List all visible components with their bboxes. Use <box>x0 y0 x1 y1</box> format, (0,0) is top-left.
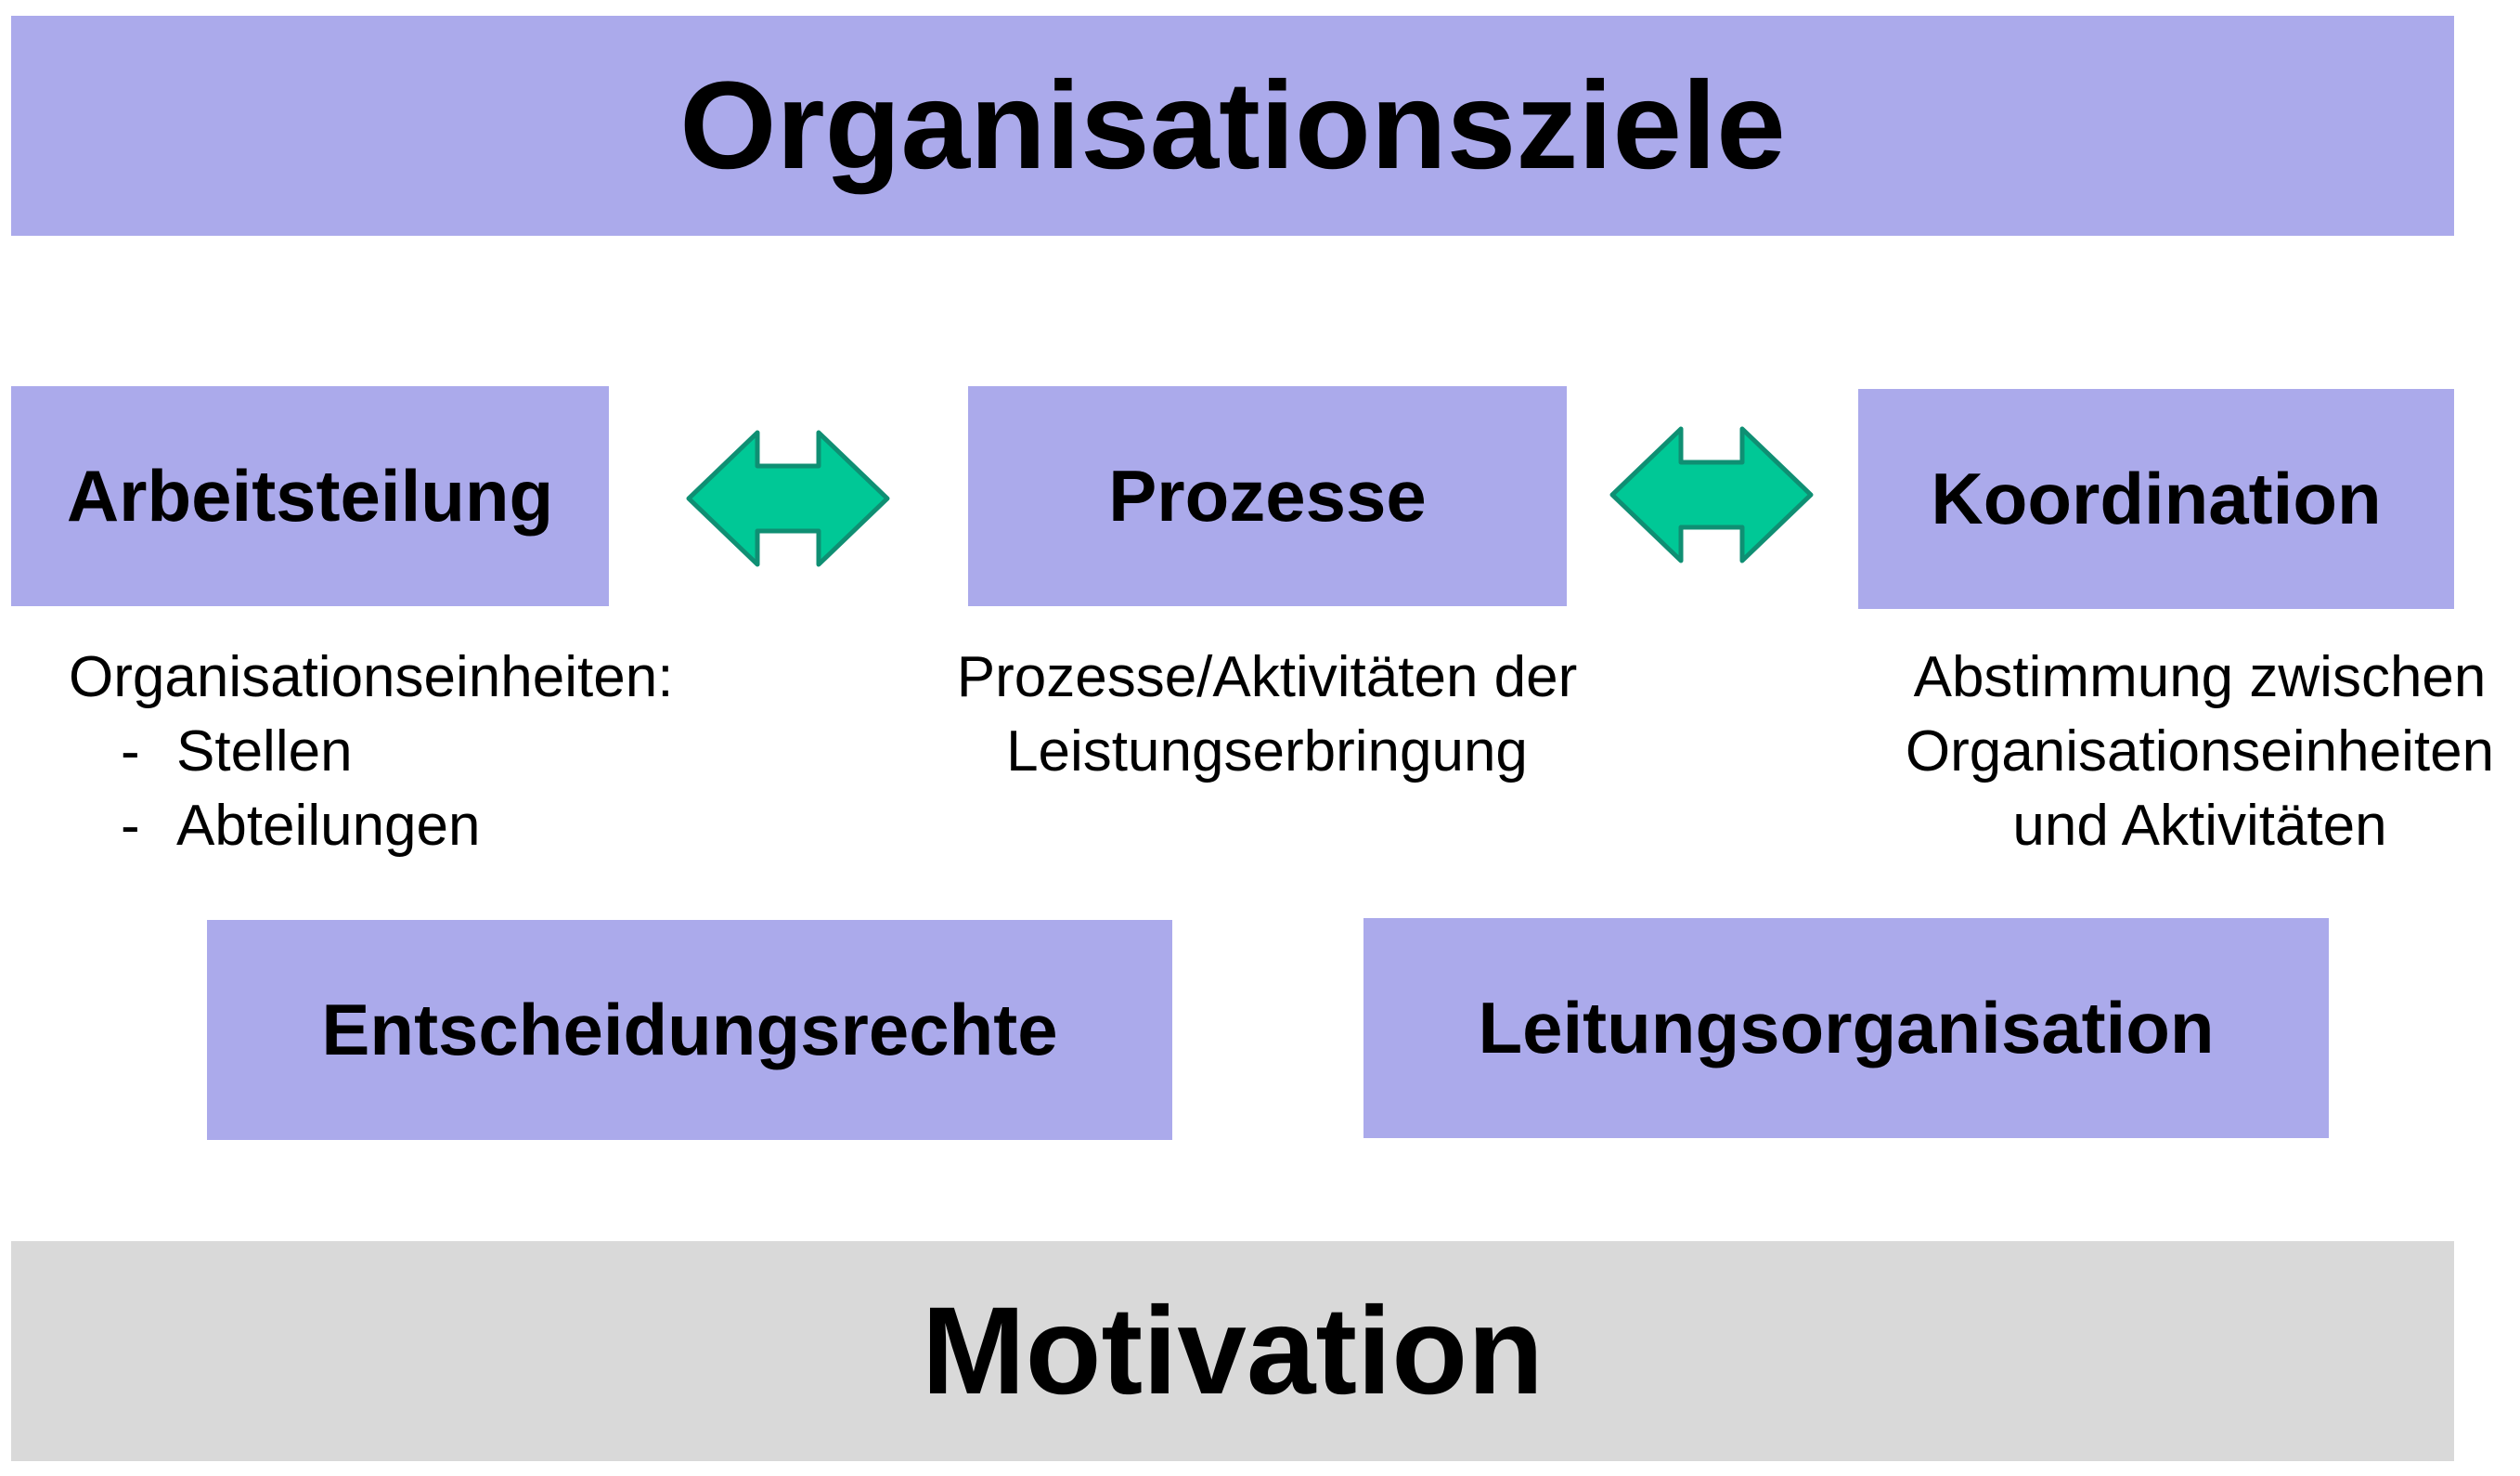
organisationsziele-banner: Organisationsziele <box>11 16 2454 236</box>
prozesse-description-line: Prozesse/Aktivitäten der <box>956 645 1578 709</box>
motivation-banner: Motivation <box>11 1241 2454 1461</box>
entscheidungsrechte-box: Entscheidungsrechte <box>207 920 1172 1140</box>
organisationsziele-title: Organisationsziele <box>679 57 1786 195</box>
leitungsorganisation-label: Leitungsorganisation <box>1478 987 2215 1068</box>
koordination-box: Koordination <box>1858 389 2454 609</box>
leitungsorganisation-box: Leitungsorganisation <box>1363 918 2329 1138</box>
koordination-description: Abstimmung zwischen Organisationseinheit… <box>1866 641 2520 863</box>
prozesse-label: Prozesse <box>1108 455 1427 537</box>
list-bullet: - <box>121 719 140 783</box>
arbeitsteilung-label: Arbeitsteilung <box>66 455 554 537</box>
koordination-description-line: Organisationseinheiten <box>1905 719 2495 783</box>
arbeitsteilung-box: Arbeitsteilung <box>11 386 609 606</box>
double-arrow-icon <box>1609 426 1814 563</box>
koordination-label: Koordination <box>1931 458 2382 539</box>
koordination-description-line: Abstimmung zwischen <box>1913 645 2487 709</box>
arbeitsteilung-description-heading: Organisationseinheiten: <box>69 645 674 709</box>
arbeitsteilung-description: Organisationseinheiten: - Stellen - Abte… <box>69 641 673 863</box>
double-arrow-icon <box>686 430 890 567</box>
motivation-title: Motivation <box>922 1282 1544 1420</box>
list-bullet: - <box>121 794 140 858</box>
list-item-text: Stellen <box>176 719 353 783</box>
list-item: - Stellen <box>69 715 673 789</box>
list-item: - Abteilungen <box>69 789 673 863</box>
prozesse-description-line: Leistungserbringung <box>1006 719 1528 783</box>
prozesse-description: Prozesse/Aktivitäten der Leistungserbrin… <box>919 641 1615 789</box>
entscheidungsrechte-label: Entscheidungsrechte <box>321 989 1058 1070</box>
prozesse-box: Prozesse <box>968 386 1567 606</box>
koordination-description-line: und Aktivitäten <box>2012 794 2387 858</box>
list-item-text: Abteilungen <box>176 794 481 858</box>
